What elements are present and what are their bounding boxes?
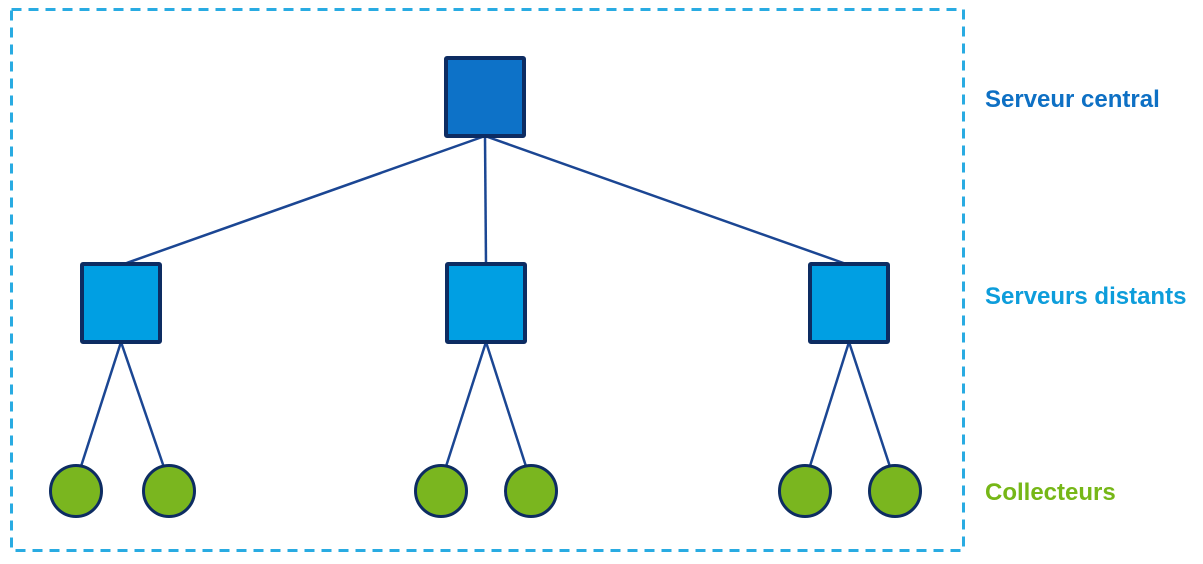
label-collecteurs: Collecteurs [985,479,1116,506]
edge-central-remote1 [120,134,486,267]
remote-server-node-2 [445,262,527,344]
dashed-boundary-box [10,8,965,552]
collector-node-4 [504,464,558,518]
label-serveurs-distants: Serveurs distants [985,283,1187,310]
edge-central-remote2 [483,135,488,266]
collector-node-2 [142,464,196,518]
edge-remote3-collector5 [803,341,851,483]
remote-server-node-1 [80,262,162,344]
collector-node-3 [414,464,468,518]
edge-remote1-collector2 [119,341,171,483]
remote-server-node-3 [808,262,890,344]
collector-node-1 [49,464,103,518]
edge-remote1-collector1 [74,341,123,483]
edge-remote2-collector3 [439,341,488,483]
edge-remote2-collector4 [484,341,533,483]
collector-node-5 [778,464,832,518]
edge-central-remote3 [484,134,850,267]
collector-node-6 [868,464,922,518]
central-server-node [444,56,526,138]
label-serveur-central: Serveur central [985,86,1160,113]
edge-remote3-collector6 [847,341,897,483]
